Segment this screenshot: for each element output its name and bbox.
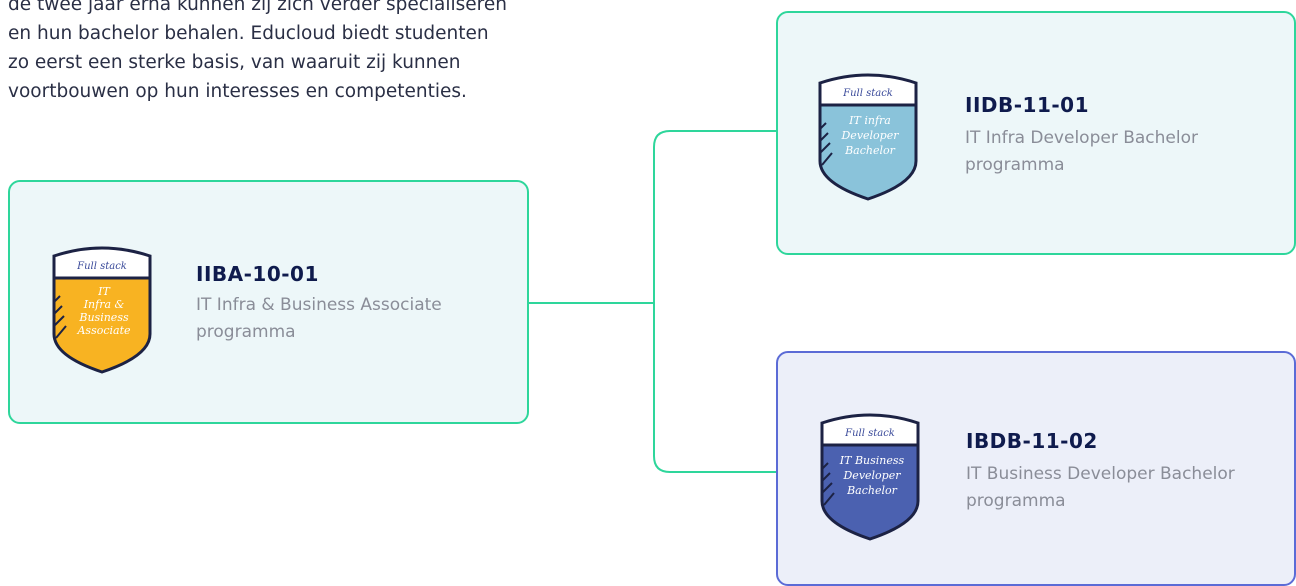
program-code: IIBA-10-01: [196, 262, 319, 286]
badge-line: Associate: [76, 324, 131, 337]
program-code: IIDB-11-01: [965, 93, 1089, 117]
intro-line: voortbouwen op hun interesses en compete…: [8, 81, 467, 102]
badge-top-label: Full stack: [842, 88, 893, 99]
program-description: IT Infra & Business Associate programma: [196, 295, 442, 342]
badge-line: IT infra: [848, 114, 891, 127]
infra-bachelor-badge-icon: Full stack IT infra Developer Bachelor: [818, 73, 918, 201]
badge-line: Bachelor: [846, 484, 898, 497]
intro-line: en hun bachelor behalen. Educloud biedt …: [8, 23, 489, 44]
connector-branch: [653, 130, 776, 473]
card-associate[interactable]: Full stack IT Infra & Business Associate…: [8, 180, 529, 424]
badge-line: Infra &: [83, 298, 125, 311]
badge-line: Developer: [840, 129, 899, 142]
intro-line: zo eerst een sterke basis, van waaruit z…: [8, 52, 461, 73]
program-description: IT Business Developer Bachelor programma: [966, 464, 1235, 511]
program-code: IBDB-11-02: [966, 429, 1098, 453]
card-business-bachelor[interactable]: Full stack IT Business Developer Bachelo…: [776, 351, 1296, 586]
badge-line: IT Business: [839, 454, 905, 467]
intro-line: de twee jaar erna kunnen zij zich verder…: [8, 0, 507, 15]
program-description: IT Infra Developer Bachelor programma: [965, 128, 1198, 175]
badge-line: Business: [78, 311, 129, 324]
badge-line: IT: [97, 285, 111, 298]
badge-top-label: Full stack: [844, 428, 895, 439]
intro-text: de twee jaar erna kunnen zij zich verder…: [8, 0, 608, 106]
card-infra-bachelor[interactable]: Full stack IT infra Developer Bachelor I…: [776, 11, 1296, 255]
badge-line: Bachelor: [844, 144, 896, 157]
business-bachelor-badge-icon: Full stack IT Business Developer Bachelo…: [820, 413, 920, 541]
badge-line: Developer: [842, 469, 901, 482]
badge-top-label: Full stack: [76, 261, 127, 272]
associate-badge-icon: Full stack IT Infra & Business Associate: [52, 246, 152, 374]
